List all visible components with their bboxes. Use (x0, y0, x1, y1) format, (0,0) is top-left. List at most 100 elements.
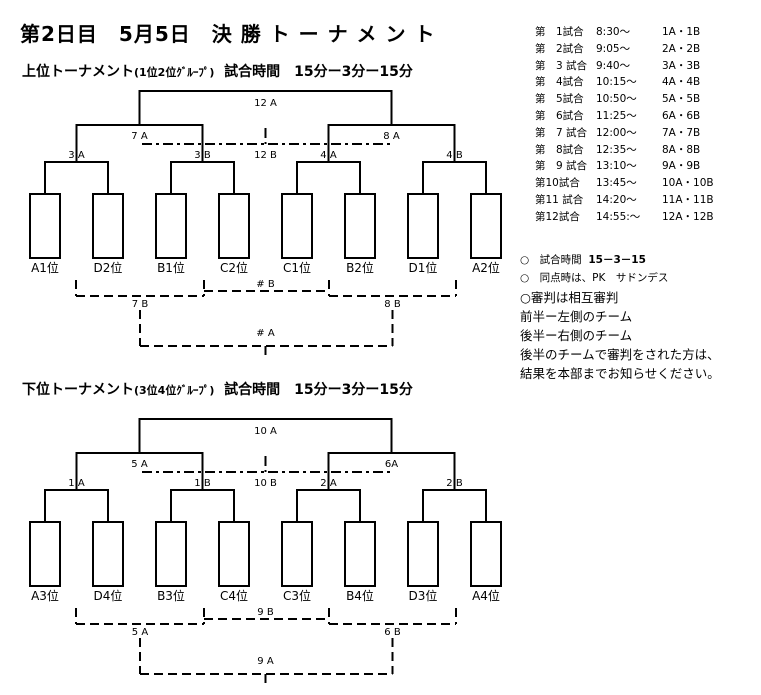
team-box (92, 521, 124, 587)
schedule-match: 第10試合 (535, 177, 580, 190)
team-box (344, 193, 376, 259)
schedule-row: 第 1試合 8:30～ 1A・1B (535, 24, 755, 41)
team-box (29, 193, 61, 259)
team-box (29, 521, 61, 587)
schedule-teams: 2A・2B (662, 42, 701, 55)
schedule-row: 第 7 試合 12:00～ 7A・7B (535, 125, 755, 142)
r2-match-label: 8 A (383, 131, 400, 142)
schedule-match: 第 4試合 (535, 76, 584, 89)
schedule-teams: 8A・8B (662, 143, 701, 156)
team-label: A4位 (472, 588, 500, 603)
loser-final-label: 9 A (257, 656, 274, 667)
schedule-teams: 3A・3B (662, 59, 701, 72)
team-label: D2位 (94, 260, 123, 275)
team-box (92, 193, 124, 259)
referee-title: ○審判は相互審判 (520, 290, 619, 305)
team-box (155, 193, 187, 259)
team-label: A2位 (472, 260, 500, 275)
team-label: D4位 (94, 588, 123, 603)
r2-match-label: 6A (385, 459, 398, 470)
schedule-match: 第 7 試合 (535, 126, 588, 139)
schedule-time: 12:00～ (596, 126, 637, 139)
referee-line: 後半ー右側のチーム (520, 328, 633, 343)
schedule-time: 14:20～ (596, 193, 637, 206)
schedule-teams: 12A・12B (662, 210, 714, 223)
final-match-label: 10 A (254, 426, 277, 437)
team-label: C2位 (220, 260, 248, 275)
schedule-time: 10:15～ (596, 76, 637, 89)
team-label: B1位 (157, 260, 185, 275)
team-box (218, 193, 250, 259)
schedule-time: 14:55:～ (596, 210, 641, 223)
tie-rule-note: ○ 同点時は、PK サドンデス (520, 272, 669, 284)
match-time-label: ○ 試合時間 (520, 254, 582, 266)
lower-heading-time: 試合時間 15分ー3分ー15分 (224, 382, 413, 398)
team-label: D1位 (409, 260, 438, 275)
schedule-match: 第 3 試合 (535, 59, 588, 72)
team-box (407, 521, 439, 587)
schedule-time: 9:40～ (596, 59, 631, 72)
team-label: A3位 (31, 588, 59, 603)
loser-r2-label: 6 B (384, 627, 401, 638)
third-place-label: 12 B (254, 150, 277, 161)
schedule-match: 第 2試合 (535, 42, 584, 55)
lower-heading-main: 下位トーナメント (22, 382, 134, 398)
team-label: B4位 (346, 588, 374, 603)
schedule-match: 第 5試合 (535, 93, 584, 106)
schedule-teams: 10A・10B (662, 177, 714, 190)
team-box (155, 521, 187, 587)
schedule-match: 第 6試合 (535, 109, 584, 122)
schedule-teams: 11A・11B (662, 193, 714, 206)
schedule-teams: 4A・4B (662, 76, 701, 89)
match-time-note: ○ 試合時間 15－3－15 (520, 252, 720, 270)
schedule-time: 13:10～ (596, 160, 637, 173)
referee-line: 結果を本部までお知らせください。 (520, 366, 720, 381)
schedule-time: 9:05～ (596, 42, 631, 55)
loser-r2-label: 5 A (132, 627, 149, 638)
team-label: D3位 (409, 588, 438, 603)
referee-line: 後半のチームで審判をされた方は、 (520, 347, 720, 362)
schedule-row: 第 3 試合 9:40～ 3A・3B (535, 58, 755, 75)
schedule-time: 10:50～ (596, 93, 637, 106)
upper-heading-group: (1位2位ｸﾞﾙｰﾌﾟ) (134, 66, 215, 79)
schedule-teams: 1A・1B (662, 26, 701, 38)
schedule-time: 8:30～ (596, 26, 631, 38)
upper-heading-time: 試合時間 15分ー3分ー15分 (224, 64, 413, 80)
lower-heading-group: (3位4位ｸﾞﾙｰﾌﾟ) (134, 384, 215, 397)
team-label: B2位 (346, 260, 374, 275)
schedule-teams: 6A・6B (662, 109, 701, 122)
schedule-time: 13:45～ (596, 177, 637, 190)
schedule-row: 第10試合 13:45～ 10A・10B (535, 175, 755, 192)
team-box (470, 521, 502, 587)
schedule-match: 第 1試合 (535, 26, 584, 38)
team-box (407, 193, 439, 259)
final-match-label: 12 A (254, 98, 277, 109)
schedule-teams: 7A・7B (662, 126, 701, 139)
rules-notes: ○ 試合時間 15－3－15 ○ 同点時は、PK サドンデス ○審判は相互審判 … (520, 252, 720, 383)
upper-tournament-heading: 上位トーナメント(1位2位ｸﾞﾙｰﾌﾟ) 試合時間 15分ー3分ー15分 (22, 61, 413, 81)
lower-tournament-heading: 下位トーナメント(3位4位ｸﾞﾙｰﾌﾟ) 試合時間 15分ー3分ー15分 (22, 379, 413, 399)
schedule-row: 第 4試合 10:15～ 4A・4B (535, 74, 755, 91)
match-schedule: 第 1試合 8:30～ 1A・1B 第 2試合 9:05～ 2A・2B 第 3 試合 9:… (535, 24, 755, 226)
schedule-teams: 5A・5B (662, 93, 701, 106)
upper-heading-main: 上位トーナメント (22, 64, 134, 80)
loser-third-label: # B (256, 279, 275, 290)
schedule-match: 第12試合 (535, 210, 580, 223)
r2-match-label: 5 A (131, 459, 148, 470)
schedule-row: 第 9 試合 13:10～ 9A・9B (535, 158, 755, 175)
schedule-match: 第 9 試合 (535, 160, 588, 173)
loser-r2-label: 8 B (384, 299, 401, 310)
schedule-teams: 9A・9B (662, 160, 701, 173)
schedule-row: 第12試合 14:55:～ 12A・12B (535, 209, 755, 226)
team-box (470, 193, 502, 259)
team-label: A1位 (31, 260, 59, 275)
loser-final-label: # A (256, 328, 275, 339)
team-box (218, 521, 250, 587)
team-box (281, 521, 313, 587)
team-label: B3位 (157, 588, 185, 603)
referee-line: 前半ー左側のチーム (520, 309, 633, 324)
